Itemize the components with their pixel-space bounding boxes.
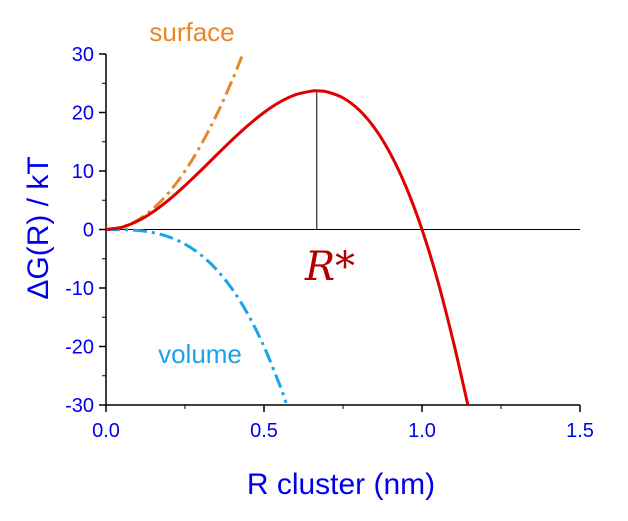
volume-label: volume (158, 339, 242, 369)
x-tick-label: 0.0 (92, 420, 120, 442)
surface-energy-curve (105, 55, 244, 231)
critical-radius-label: R* (304, 244, 355, 290)
x-tick-label: 0.5 (250, 420, 278, 442)
y-tick-label: 30 (72, 44, 94, 66)
x-tick-label: 1.5 (566, 420, 594, 442)
y-tick-label: 20 (72, 103, 94, 125)
y-tick-label: -10 (65, 278, 94, 300)
y-tick-label: -20 (65, 337, 94, 359)
y-axis-title: ΔG(R) / kT (22, 156, 55, 299)
y-tick-label: 0 (83, 220, 94, 242)
y-tick-label: -30 (65, 395, 94, 417)
axes: 0.0 0.5 1.0 1.5 30 20 10 0 -10 -20 -30 (65, 44, 594, 442)
total-free-energy-curve (105, 89, 470, 406)
volume-energy-curve (105, 228, 288, 404)
x-tick-label: 1.0 (408, 420, 436, 442)
y-tick-label: 10 (72, 161, 94, 183)
x-axis-title: R cluster (nm) (247, 468, 435, 501)
plot-area (105, 55, 470, 406)
surface-label: surface (149, 17, 234, 47)
